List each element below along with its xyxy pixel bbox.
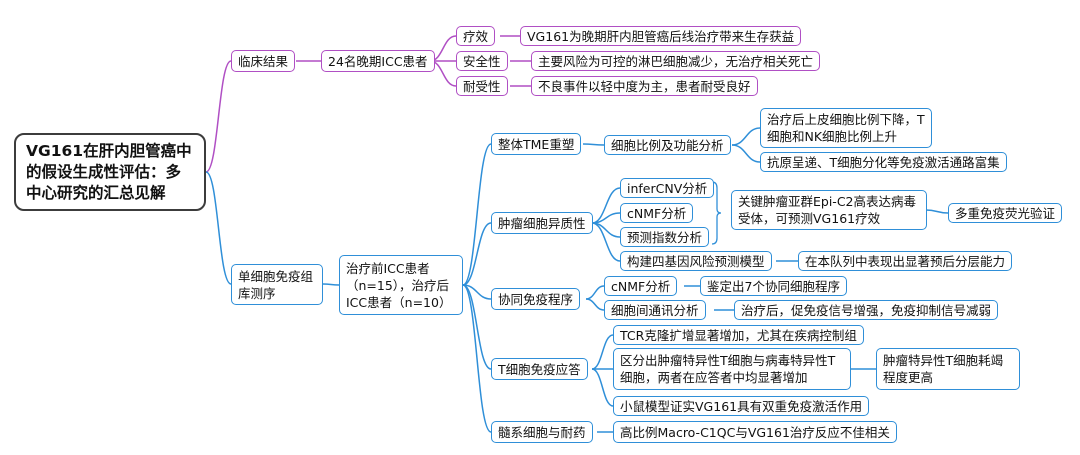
exhaustion-node: 肿瘤特异性T细胞耗竭程度更高 [876,348,1020,390]
bracket-tumor-analyses [711,181,722,245]
tolerability-node: 耐受性 [456,76,508,96]
cnmf-tumor-node: cNMF分析 [620,203,694,223]
cnmf-immune-result-node: 鉴定出7个协同细胞程序 [700,276,847,296]
link-cohort-myeloid [462,284,492,433]
link-analysis-finding2 [731,144,761,163]
scrna-node: 单细胞免疫组库测序 [231,264,323,305]
link-tcell-tcr [591,334,614,370]
link-scrna-cohort [322,283,340,286]
macro-c1qc-node: 高比例Macro-C1QC与VG161治疗反应不佳相关 [613,421,897,443]
co-immune-node: 协同免疫程序 [491,288,581,310]
safety-node: 安全性 [456,51,508,71]
safety-detail-node: 主要风险为可控的淋巴细胞减少，无治疗相关死亡 [531,51,821,71]
link-tumor-model [591,222,621,262]
link-analysis-finding1 [731,127,761,146]
clinical-cohort-node: 24名晚期ICC患者 [321,50,435,72]
efficacy-detail-node: VG161为晚期肝内胆管癌后线治疗带来生存获益 [520,26,802,46]
predictive-index-node: 预测指数分析 [620,227,710,247]
specific-t-cell-node: 区分出肿瘤特异性T细胞与病毒特异性T细胞，两者在应答者中均显著增加 [613,348,851,390]
efficacy-node: 疗效 [456,26,496,46]
link-cohort-tme [462,143,492,286]
link-root-clinical [205,60,232,173]
clinical-results-node: 临床结果 [231,50,296,72]
root-topic: VG161在肝内胆管癌中的假设生成性评估：多中心研究的汇总见解 [14,133,206,211]
risk-model-node: 构建四基因风险预测模型 [620,251,772,271]
cell-communication-node: 细胞间通讯分析 [604,300,706,320]
myeloid-node: 髓系细胞与耐药 [491,421,593,443]
infercnv-node: inferCNV分析 [620,178,715,198]
link-tcell-mouse [591,368,614,407]
multiplex-if-node: 多重免疫荧光验证 [948,203,1063,223]
link-coimmune-cnmf [585,285,605,300]
tme-node: 整体TME重塑 [491,133,582,155]
mouse-model-node: 小鼠模型证实VG161具有双重免疫激活作用 [613,396,870,416]
tolerability-detail-node: 不良事件以轻中度为主，患者耐受良好 [531,76,758,96]
link-epi-validation [925,209,949,214]
risk-model-result-node: 在本队列中表现出显著预后分层能力 [798,251,1013,271]
epi-c2-node: 关键肿瘤亚群Epi-C2高表达病毒受体，可预测VG161疗效 [731,190,927,230]
link-cohort-coimmune [462,284,492,300]
cnmf-immune-node: cNMF分析 [604,276,678,296]
cell-communication-result-node: 治疗后，促免疫信号增强，免疫抑制信号减弱 [734,300,999,320]
t-cell-response-node: T细胞免疫应答 [491,358,588,380]
link-cohort-tcell [462,284,492,370]
link-coimmune-comm [585,298,605,311]
tme-finding-2-node: 抗原呈递、T细胞分化等免疫激活通路富集 [760,152,1007,172]
tme-finding-1-node: 治疗后上皮细胞比例下降，T细胞和NK细胞比例上升 [760,108,932,148]
scrna-cohort-node: 治疗前ICC患者（n=15），治疗后ICC患者（n=10） [339,255,463,315]
link-root-scrna [205,171,232,285]
tumor-heterogeneity-node: 肿瘤细胞异质性 [491,212,593,234]
link-tme-analysis [582,143,605,146]
tcr-clone-node: TCR克隆扩增显著增加，尤其在疾病控制组 [613,325,864,345]
link-cohort-tumor [462,222,492,286]
cell-proportion-node: 细胞比例及功能分析 [604,135,731,155]
